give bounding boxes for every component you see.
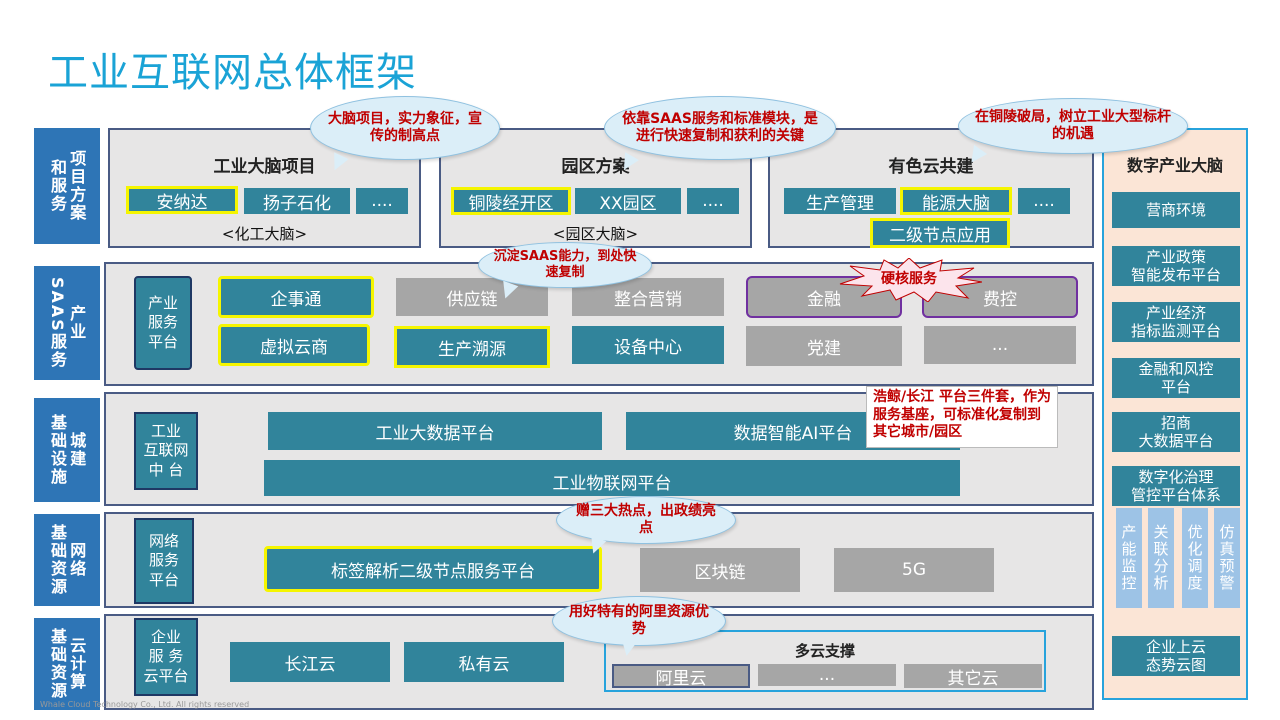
saas-item: 虚拟云商: [218, 324, 370, 366]
cloud-item: 私有云: [404, 642, 564, 682]
saas-item: 企事通: [218, 276, 374, 318]
project-item: ....: [356, 188, 408, 214]
infra-platform: 工业 互联网 中 台: [134, 412, 198, 490]
copyright-footer: Whale Cloud Technology Co., Ltd. All rig…: [40, 700, 250, 709]
row-label-infra-line1: 城建: [67, 432, 87, 468]
network-item: 区块链: [640, 548, 800, 592]
multi-cloud-item: ...: [758, 664, 896, 686]
saas-item: ...: [924, 326, 1076, 364]
right-item: 产业政策 智能发布平台: [1112, 246, 1240, 286]
callout-tail: [618, 638, 638, 658]
right-vertical-item: 产能监控: [1116, 508, 1142, 608]
row-label-projects-line1: 项目方案: [67, 150, 87, 222]
row-label-saas-line1: 产业: [67, 305, 87, 341]
page-title: 工业互联网总体框架: [48, 50, 417, 96]
starburst-label: 硬核服务: [881, 271, 937, 287]
right-vertical-item: 仿真预警: [1214, 508, 1240, 608]
project-item: 生产管理: [784, 188, 896, 214]
row-label-cloud: 基础资源云计算: [34, 618, 100, 710]
infra-item: 工业物联网平台: [264, 460, 960, 496]
project-item: ....: [687, 188, 739, 214]
right-heading: 数字产业大脑: [1126, 156, 1223, 175]
saas-item: 党建: [746, 326, 902, 366]
right-vertical-item: 优化调度: [1182, 508, 1208, 608]
cloud-item: 长江云: [230, 642, 390, 682]
row-label-cloud-line2: 基础资源: [48, 628, 67, 700]
project-heading: 有色云共建: [888, 157, 974, 177]
project-footer: <化工大脑>: [221, 225, 308, 243]
digital-industry-brain-panel: 数字产业大脑 营商环境 产业政策 智能发布平台 产业经济 指标监测平台 金融和风…: [1102, 128, 1248, 700]
project-item: 扬子石化: [244, 188, 350, 214]
multi-cloud-title: 多云支撑: [794, 642, 855, 660]
row-label-network: 基础资源网络: [34, 514, 100, 606]
right-item: 营商环境: [1112, 192, 1240, 228]
row-label-infra-line2: 基础设施: [48, 414, 67, 486]
project-item: 铜陵经开区: [451, 187, 571, 215]
starburst-icon: [839, 258, 982, 302]
multi-cloud-item: 阿里云: [612, 664, 750, 689]
callout: 大脑项目，实力象征，宣传的制高点: [310, 96, 500, 160]
project-item: ....: [1018, 188, 1070, 214]
infra-item: 工业大数据平台: [268, 412, 602, 450]
callout: 沉淀SAAS能力，到处快速复制: [478, 242, 652, 288]
project-heading: 园区方案: [561, 157, 630, 177]
saas-item: 设备中心: [572, 326, 724, 364]
callout: 赠三大热点，出政绩亮点: [556, 496, 736, 544]
multi-cloud-item: 其它云: [904, 664, 1042, 689]
row-label-saas-line2: SAAS服务: [48, 277, 67, 369]
saas-platform: 产业 服务 平台: [134, 276, 192, 370]
row-label-projects-line2: 和服务: [48, 159, 67, 213]
row-label-network-line2: 基础资源: [48, 524, 67, 596]
infra-note: 浩鲸/长江 平台三件套，作为服务基座，可标准化复制到其它城市/园区: [866, 386, 1058, 448]
project-footer: <园区大脑>: [552, 225, 639, 243]
right-item: 金融和风控 平台: [1112, 358, 1240, 398]
right-vertical-item: 关联分析: [1148, 508, 1174, 608]
project-item: 能源大脑: [900, 187, 1012, 215]
callout: 用好特有的阿里资源优势: [552, 596, 726, 646]
network-platform: 网络 服务 平台: [134, 518, 194, 604]
callout: 在铜陵破局，树立工业大型标杆的机遇: [958, 98, 1188, 154]
callout: 依靠SAAS服务和标准模块，是进行快速复制和获利的关键: [604, 96, 836, 160]
saas-item: 生产溯源: [394, 326, 550, 368]
row-label-projects: 和服务项目方案: [34, 128, 100, 244]
row-label-cloud-line1: 云计算: [67, 637, 87, 691]
right-item: 企业上云 态势云图: [1112, 636, 1240, 676]
project-item: 二级节点应用: [870, 218, 1010, 248]
row-label-network-line1: 网络: [67, 542, 87, 578]
right-item: 数字化治理 管控平台体系: [1112, 466, 1240, 506]
cloud-platform: 企业 服 务 云平台: [134, 618, 198, 696]
network-item: 5G: [834, 548, 994, 592]
network-item: 标签解析二级节点服务平台: [264, 546, 602, 592]
project-item: XX园区: [575, 188, 681, 214]
row-label-infra: 基础设施城建: [34, 398, 100, 502]
right-item: 产业经济 指标监测平台: [1112, 302, 1240, 342]
row-label-saas: SAAS服务产业: [34, 266, 100, 380]
project-park-solution: 园区方案 铜陵经开区 XX园区 .... <园区大脑>: [439, 128, 752, 248]
right-item: 招商 大数据平台: [1112, 412, 1240, 452]
project-item: 安纳达: [126, 186, 238, 214]
project-heading: 工业大脑项目: [213, 157, 316, 177]
